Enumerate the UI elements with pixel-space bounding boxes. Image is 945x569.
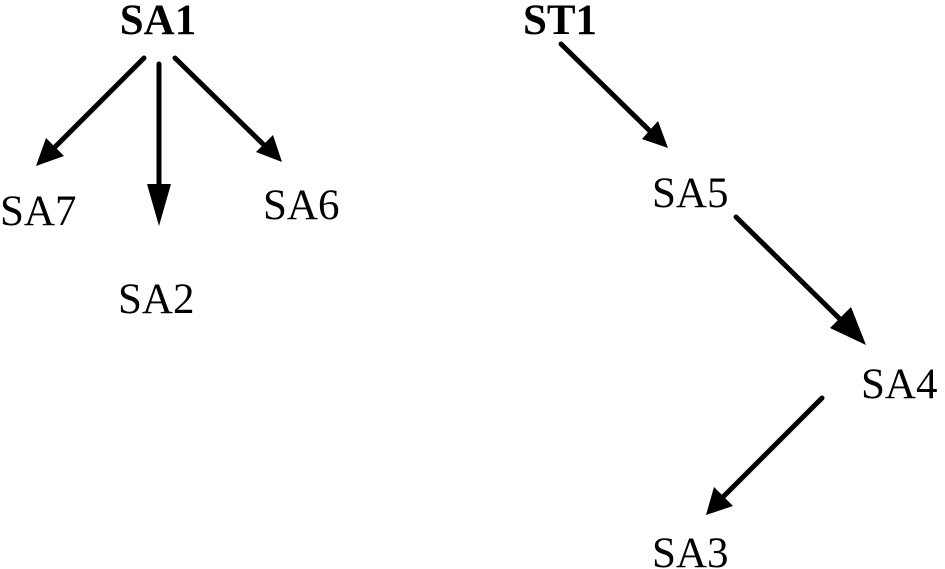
edge-st1-sa5 — [558, 41, 668, 148]
edge-sa1-sa6 — [172, 55, 282, 162]
root-node-sa1: SA1 — [120, 0, 196, 44]
edge-sa1-sa2 — [147, 61, 171, 226]
edge-sa5-sa4 — [733, 214, 866, 345]
node-sa5: SA5 — [652, 170, 728, 217]
arrowhead-icon — [36, 138, 64, 166]
arrowhead-icon — [830, 307, 866, 345]
node-sa7: SA7 — [0, 188, 76, 235]
node-sa3: SA3 — [652, 530, 728, 569]
arrowhead-icon — [147, 184, 171, 226]
arrowhead-icon — [256, 135, 282, 162]
edge-sa1-sa7 — [36, 55, 147, 166]
arrowhead-icon — [642, 121, 668, 148]
root-node-st1: ST1 — [523, 0, 597, 44]
edge-sa4-sa3 — [706, 395, 825, 515]
arrowhead-icon — [706, 487, 733, 515]
node-sa6: SA6 — [263, 182, 339, 229]
node-sa2: SA2 — [118, 276, 194, 323]
node-sa4: SA4 — [861, 361, 937, 408]
